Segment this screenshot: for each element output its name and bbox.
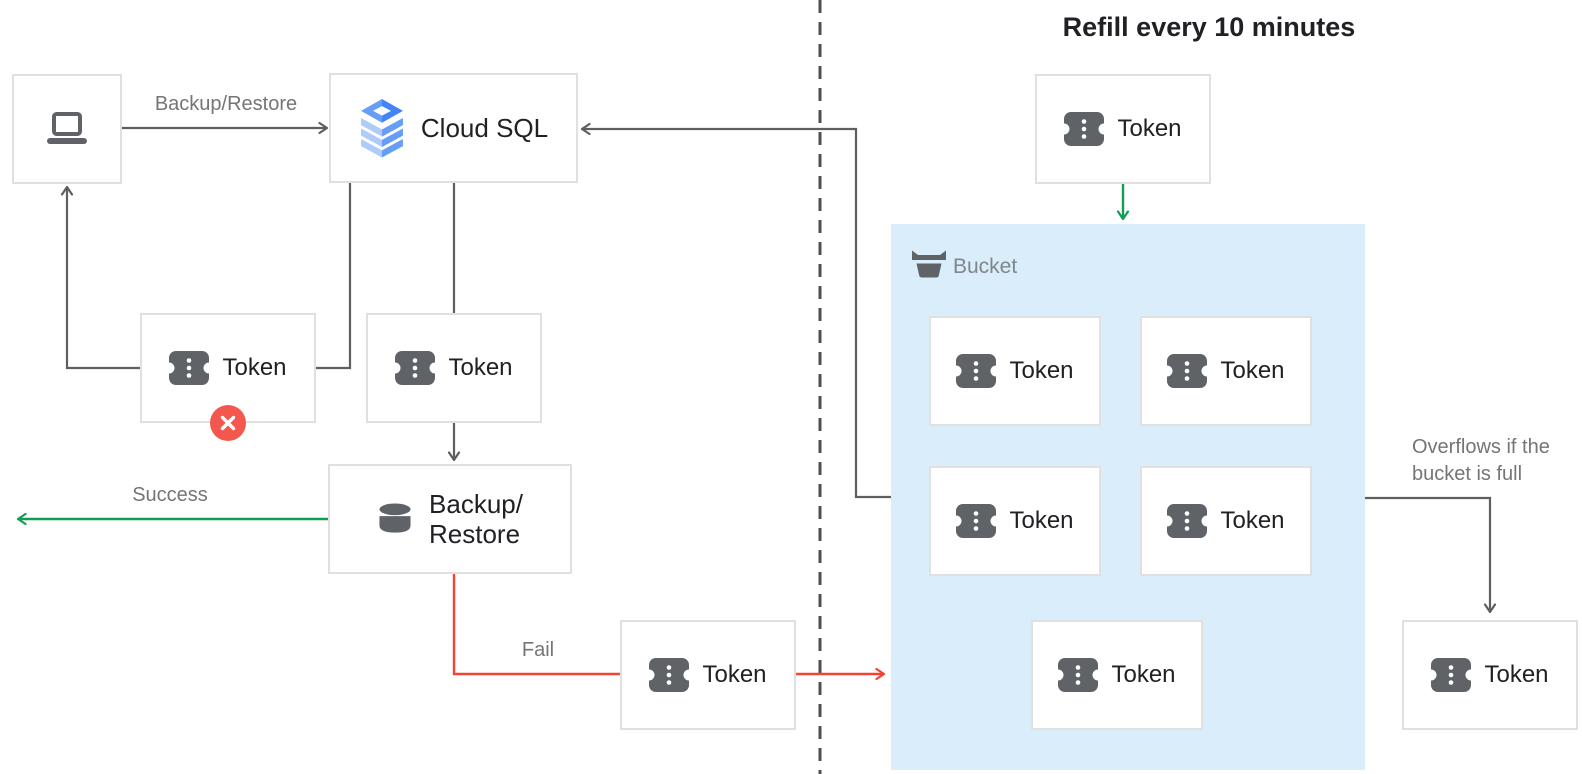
edge-bucket-overflow	[1365, 496, 1497, 614]
bucket-token-2: Token	[1140, 316, 1312, 426]
bucket-token-3: Token	[929, 466, 1101, 576]
token-ticket-icon	[956, 504, 997, 538]
token-ticket-icon	[956, 354, 997, 388]
token-label: Token	[1220, 507, 1285, 534]
bucket-token-4: Token	[1140, 466, 1312, 576]
token-label: Token	[1009, 507, 1074, 534]
token-ticket-icon	[1167, 504, 1208, 538]
token-ticket-icon	[1064, 112, 1105, 146]
bucket-token-5: Token	[1031, 620, 1203, 730]
token-label: Token	[1220, 357, 1285, 384]
edge-label-overflow-line1: Overflows if the	[1412, 436, 1550, 458]
token-label: Token	[1009, 357, 1074, 384]
backup-restore-node: Backup/ Restore	[328, 464, 572, 574]
cloud-sql-label: Cloud SQL	[420, 112, 549, 143]
token-label: Token	[1484, 661, 1549, 688]
page-title: Refill every 10 minutes	[1062, 12, 1356, 42]
bucket-icon	[911, 247, 947, 284]
bucket-label: Bucket	[953, 255, 1018, 278]
edge-bucket-to-cloudsql	[580, 122, 891, 499]
token-node-refill: Token	[1035, 74, 1211, 184]
database-icon	[379, 502, 411, 533]
client-node	[12, 74, 122, 184]
token-ticket-icon	[169, 351, 210, 385]
token-node-overflow: Token	[1402, 620, 1578, 730]
token-node-fail: Token	[620, 620, 796, 730]
cloud-sql-node: Cloud SQL	[329, 73, 578, 183]
edge-token-rejected-to-client	[60, 185, 140, 370]
edge-cloudsql-to-token-rejected	[314, 183, 352, 370]
edge-label-request: Backup/Restore	[154, 93, 298, 115]
bucket-token-1: Token	[929, 316, 1101, 426]
edge-label-fail: Fail	[521, 639, 555, 661]
token-label: Token	[1111, 661, 1176, 688]
edge-fail	[452, 574, 622, 676]
token-ticket-icon	[1431, 658, 1472, 692]
token-ticket-icon	[395, 351, 436, 385]
token-label: Token	[448, 354, 513, 381]
edge-label-overflow: Overflows if the bucket is full	[1412, 434, 1582, 488]
token-node-request: Token	[366, 313, 542, 423]
edge-label-success: Success	[132, 484, 208, 506]
token-label: Token	[222, 354, 287, 381]
token-ticket-icon	[1167, 354, 1208, 388]
edge-label-overflow-line2: bucket is full	[1412, 463, 1523, 485]
token-ticket-icon	[649, 658, 690, 692]
close-icon	[220, 415, 236, 431]
cloud-sql-icon	[360, 98, 403, 158]
laptop-icon	[47, 112, 87, 144]
token-label: Token	[1117, 115, 1182, 142]
token-label: Token	[702, 661, 767, 688]
backup-restore-label-line1: Backup/	[429, 489, 523, 519]
backup-restore-label-line2: Restore	[429, 519, 521, 549]
backup-restore-label: Backup/ Restore	[429, 489, 523, 549]
token-ticket-icon	[1058, 658, 1099, 692]
token-node-rejected: Token	[140, 313, 316, 441]
error-badge	[210, 405, 246, 441]
